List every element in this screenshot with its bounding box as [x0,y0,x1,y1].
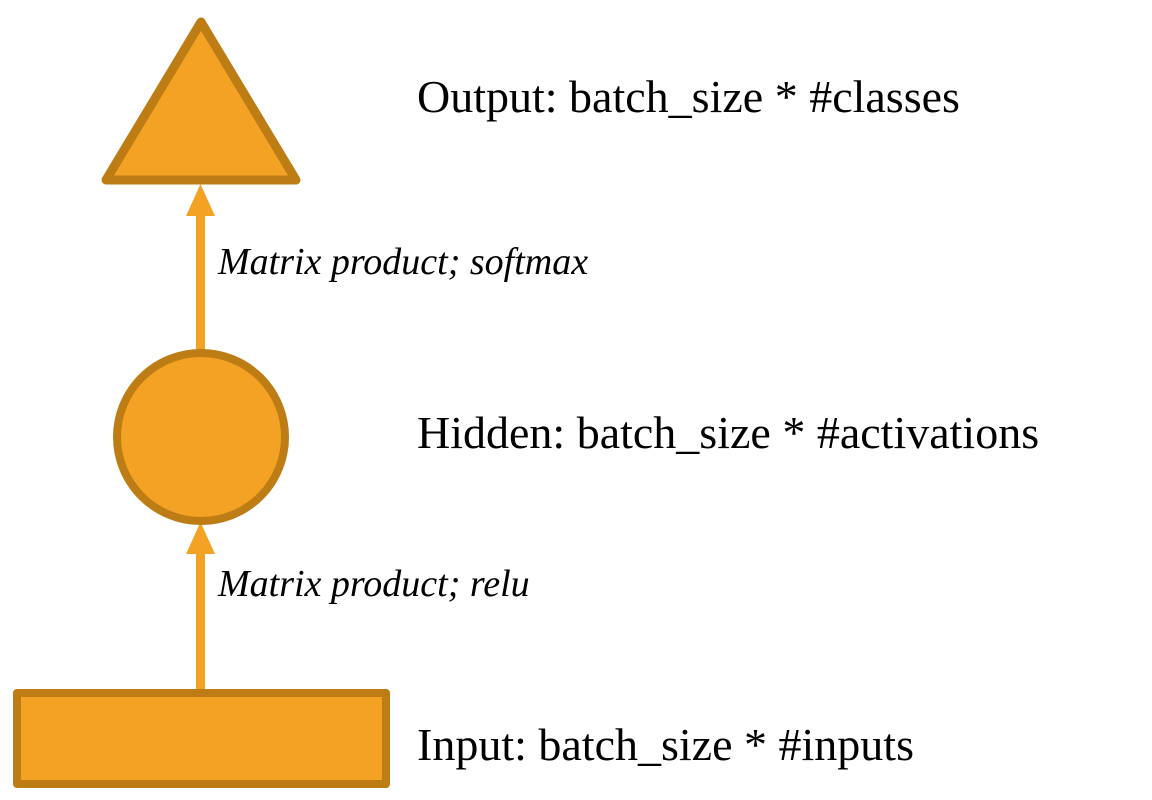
arrow-shaft [196,550,205,692]
arrow-input-to-hidden [186,522,215,692]
edge-label-input-to-hidden: Matrix product; relu [218,563,530,605]
arrow-shaft [196,212,205,354]
triangle-shape [101,17,301,185]
up-arrow-icon [186,184,215,216]
edge-label-hidden-to-output: Matrix product; softmax [218,241,589,283]
up-arrow-icon [186,522,215,554]
hidden-layer-label: Hidden: batch_size * #activations [417,407,1040,458]
rectangle-shape [13,689,390,788]
input-layer-label: Input: batch_size * #inputs [417,719,914,770]
arrow-hidden-to-output [186,184,215,354]
output-layer-label: Output: batch_size * #classes [417,71,960,122]
circle-shape [113,349,289,525]
